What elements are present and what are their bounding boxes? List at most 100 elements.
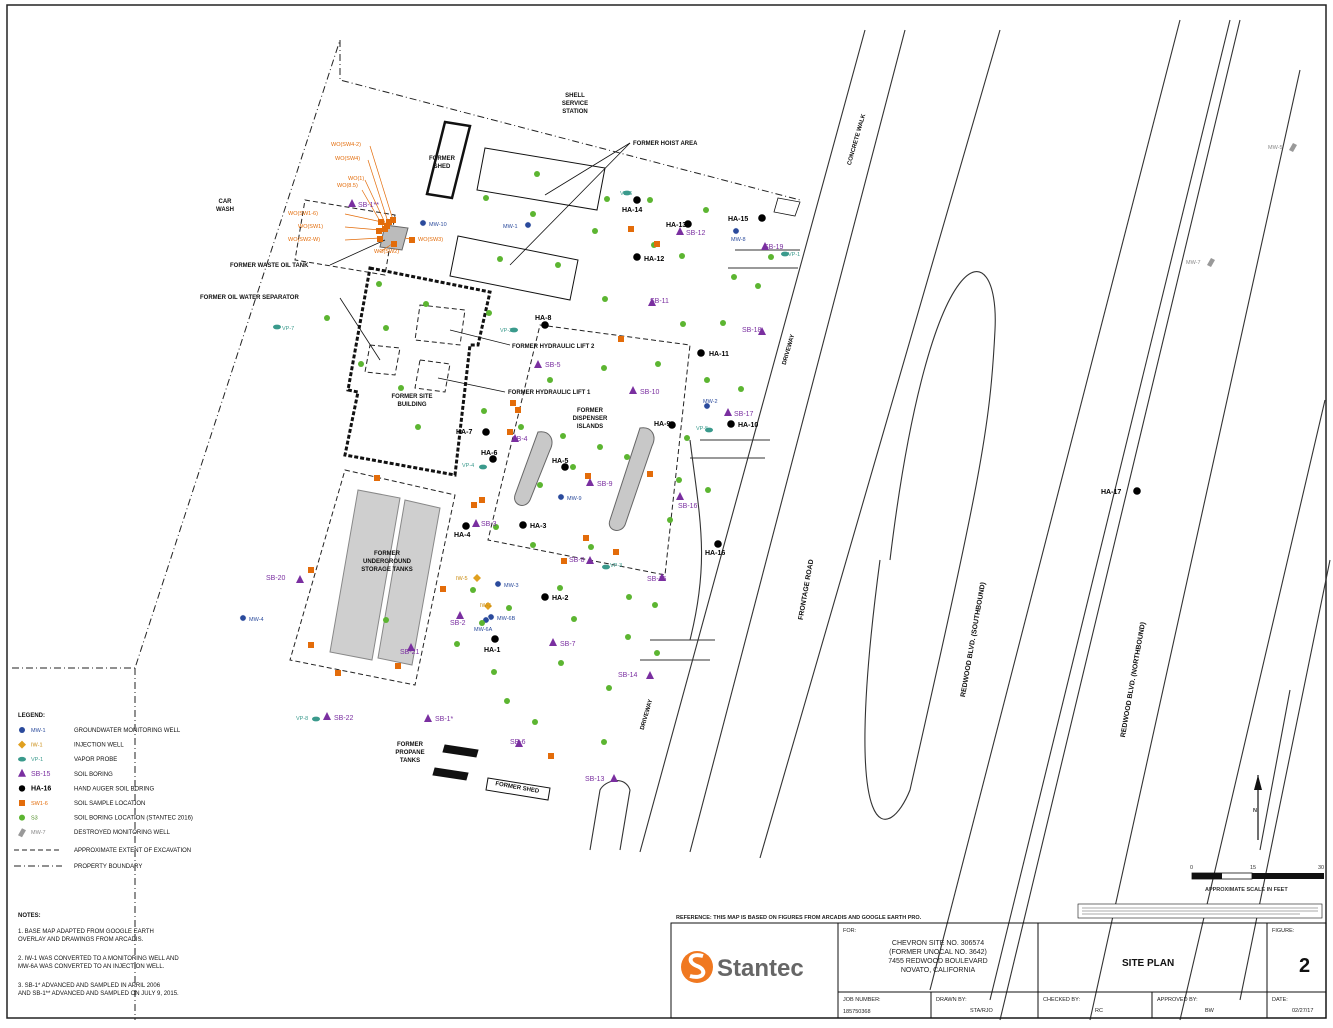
soil-sample-marker	[377, 236, 383, 242]
soil-boring-location-marker	[560, 433, 566, 439]
job-number: 185750368	[843, 1009, 871, 1015]
soil-boring-location-marker	[592, 228, 598, 234]
monitoring-well-marker	[494, 580, 502, 588]
soil-boring-location-marker	[532, 719, 538, 725]
soil-boring-location-marker	[647, 197, 653, 203]
soil-sample-marker	[382, 226, 388, 232]
well-label: VP-6	[620, 191, 632, 197]
soil-boring-label: SB-3	[481, 521, 497, 528]
soil-boring-marker	[676, 492, 684, 500]
map-point-labels: SB-1**SB-12SB-19SB-11SB-18SB-5SB-10SB-17…	[249, 142, 1283, 783]
soil-boring-label: SB-13	[585, 776, 605, 783]
soil-boring-label: SB-2	[450, 620, 466, 627]
well-label: MW-8	[731, 237, 746, 243]
area-label-former-hyd-lift-2: FORMER HYDRAULIC LIFT 2	[512, 344, 595, 350]
date-label: DATE:	[1272, 997, 1288, 1003]
soil-boring-label: SB-7	[560, 641, 576, 648]
soil-sample-marker	[583, 535, 589, 541]
soil-sample-marker	[376, 228, 382, 234]
soil-sample-marker	[374, 475, 380, 481]
soil-boring-location-marker	[676, 477, 682, 483]
well-label: VP-4	[462, 463, 474, 469]
soil-boring-label: SB-1**	[358, 202, 379, 209]
hand-auger-marker	[758, 214, 766, 222]
soil-sample-marker	[390, 217, 396, 223]
soil-boring-label: SB-10	[640, 389, 660, 396]
soil-boring-location-marker	[534, 171, 540, 177]
well-label: VP-1	[788, 252, 800, 258]
for-label: FOR:	[843, 928, 857, 934]
hand-auger-label: HA-1	[484, 647, 500, 654]
hand-auger-marker	[1133, 487, 1141, 495]
soil-boring-location-marker	[602, 296, 608, 302]
area-label-concrete-walk: CONCRETE WALK	[847, 113, 868, 166]
soil-boring-marker	[456, 611, 464, 619]
company-name: Stantec	[717, 955, 804, 982]
hand-auger-label: HA-9	[654, 421, 670, 428]
soil-sample-marker	[515, 407, 521, 413]
vapor-probe-marker	[312, 716, 320, 722]
legend-label: VAPOR PROBE	[74, 757, 117, 763]
hand-auger-marker	[541, 593, 549, 601]
approved-by: BW	[1205, 1008, 1215, 1014]
soil-boring-label: SB-1*	[435, 716, 454, 723]
sheet-border	[6, 4, 1327, 1019]
soil-boring-label: SB-16	[678, 503, 698, 510]
soil-boring-location-marker	[755, 283, 761, 289]
monitoring-well-marker	[557, 493, 565, 501]
soil-boring-marker	[646, 671, 654, 679]
area-label-frontage-road: FRONTAGE ROAD	[798, 559, 816, 621]
soil-boring-label: SB-5	[545, 362, 561, 369]
checked-label: CHECKED BY:	[1043, 997, 1080, 1003]
legend-boundary-label: PROPERTY BOUNDARY	[74, 864, 142, 870]
hand-auger-marker	[489, 455, 497, 463]
soil-boring-location-marker	[601, 739, 607, 745]
soil-boring-location-marker	[558, 660, 564, 666]
legend-vp-icon	[18, 756, 26, 762]
figure-label: FIGURE:	[1272, 928, 1295, 934]
hand-auger-marker	[668, 421, 676, 429]
notes-title: NOTES:	[18, 913, 41, 919]
soil-boring-label: SB-20	[266, 575, 286, 582]
map-points	[239, 143, 1297, 782]
soil-boring-marker	[761, 242, 769, 250]
soil-sample-marker	[378, 219, 384, 225]
figure-number: 2	[1299, 955, 1310, 977]
soil-boring-label: SB-15	[647, 576, 667, 583]
soil-boring-location-marker	[557, 585, 563, 591]
soil-boring-location-marker	[376, 281, 382, 287]
hand-auger-label: HA-8	[535, 315, 551, 322]
soil-boring-label: SB-11	[650, 298, 669, 305]
soil-boring-location-marker	[497, 256, 503, 262]
well-label: MW-6A	[474, 627, 493, 633]
note-item: 2. IW-1 WAS CONVERTED TO A MONITORING WE…	[18, 956, 179, 970]
soil-boring-location-marker	[597, 444, 603, 450]
well-label: VP-3	[610, 563, 622, 569]
legend-dm-icon	[18, 828, 26, 838]
well-label: VP-7	[282, 326, 294, 332]
soil-boring-location-marker	[570, 464, 576, 470]
injection-well-marker	[473, 574, 481, 582]
hand-auger-marker	[519, 521, 527, 529]
soil-sample-marker	[479, 497, 485, 503]
hand-auger-label: HA-6	[481, 450, 497, 457]
soil-boring-marker	[549, 638, 557, 646]
soil-boring-label: SB-17	[734, 411, 754, 418]
soil-boring-location-marker	[486, 310, 492, 316]
soil-sample-marker	[507, 429, 513, 435]
soil-boring-marker	[348, 199, 356, 207]
reference-text: REFERENCE: THIS MAP IS BASED ON FIGURES …	[676, 915, 922, 921]
soil-boring-marker	[586, 556, 594, 564]
injection-well-marker	[484, 602, 492, 610]
destroyed-well-marker	[1289, 143, 1297, 152]
soil-boring-location-marker	[358, 361, 364, 367]
hand-auger-label: HA-10	[738, 422, 758, 429]
vapor-probe-marker	[705, 427, 713, 433]
legend-ha-icon	[18, 785, 26, 792]
soil-boring-marker	[424, 714, 432, 722]
